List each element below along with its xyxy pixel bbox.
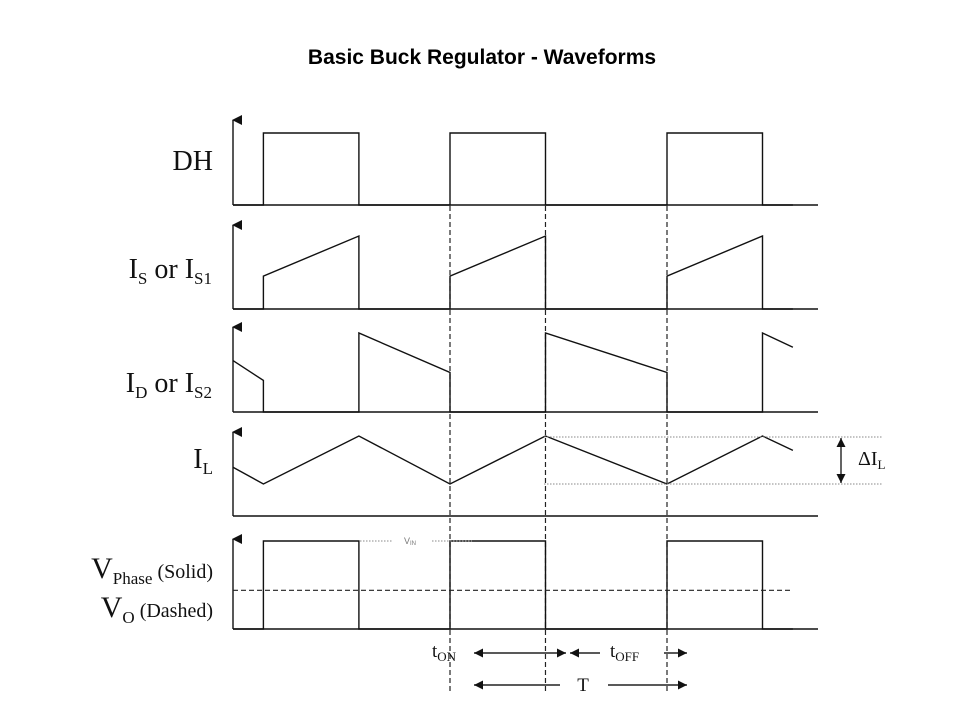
t-on-label: tON: [432, 641, 457, 664]
waveform-id: [232, 331, 794, 413]
label-is: IS or IS1: [129, 254, 212, 288]
waveform-is: [233, 234, 793, 310]
trace-labels: DH IS or IS1 ID or IS2 IL VPhase (Solid)…: [91, 146, 213, 627]
label-vo: VO (Dashed): [101, 591, 213, 627]
trace-axes: [232, 115, 818, 630]
period-label: T: [577, 675, 589, 696]
label-vphase: VPhase (Solid): [91, 552, 213, 588]
waveform-vphase: [233, 540, 793, 630]
vin-annotation: VIN: [360, 536, 472, 547]
t-off-label: tOFF: [610, 641, 639, 664]
waveform-dh: [233, 132, 793, 206]
period-marker-lines: [449, 206, 668, 692]
label-dh: DH: [173, 146, 213, 177]
vin-label: VIN: [404, 536, 416, 547]
diagram-title: Basic Buck Regulator - Waveforms: [307, 46, 657, 69]
delta-il-annotation: ΔIL: [544, 436, 886, 485]
label-id: ID or IS2: [126, 368, 212, 402]
waveform-il: [232, 435, 794, 485]
trace-waveforms: [232, 132, 794, 630]
delta-il-label: ΔIL: [858, 448, 886, 472]
label-il: IL: [193, 444, 213, 478]
timing-annotations: tON tOFF T: [432, 641, 687, 696]
